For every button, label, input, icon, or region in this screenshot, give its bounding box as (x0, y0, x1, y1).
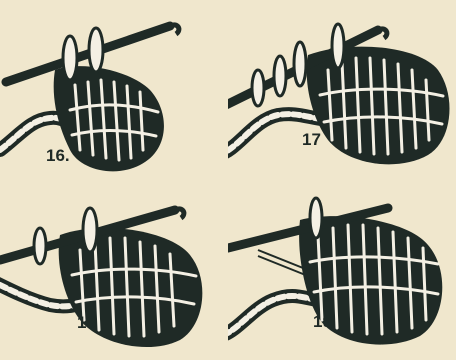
crochet-illustration-17 (228, 0, 456, 180)
figure-number-17: 17 (302, 130, 321, 150)
crochet-illustration-18 (0, 180, 228, 360)
figure-number-16: 16. (46, 146, 70, 166)
figure-number-19: 19 (313, 312, 332, 332)
figure-step-19: 19 (228, 180, 456, 360)
figure-number-18: 18 (77, 313, 96, 333)
crochet-illustration-19 (228, 180, 456, 360)
crochet-illustration-16 (0, 0, 228, 180)
figure-step-18: 18 (0, 180, 228, 360)
figure-step-17: 17 (228, 0, 456, 180)
figure-step-16: 16. (0, 0, 228, 180)
